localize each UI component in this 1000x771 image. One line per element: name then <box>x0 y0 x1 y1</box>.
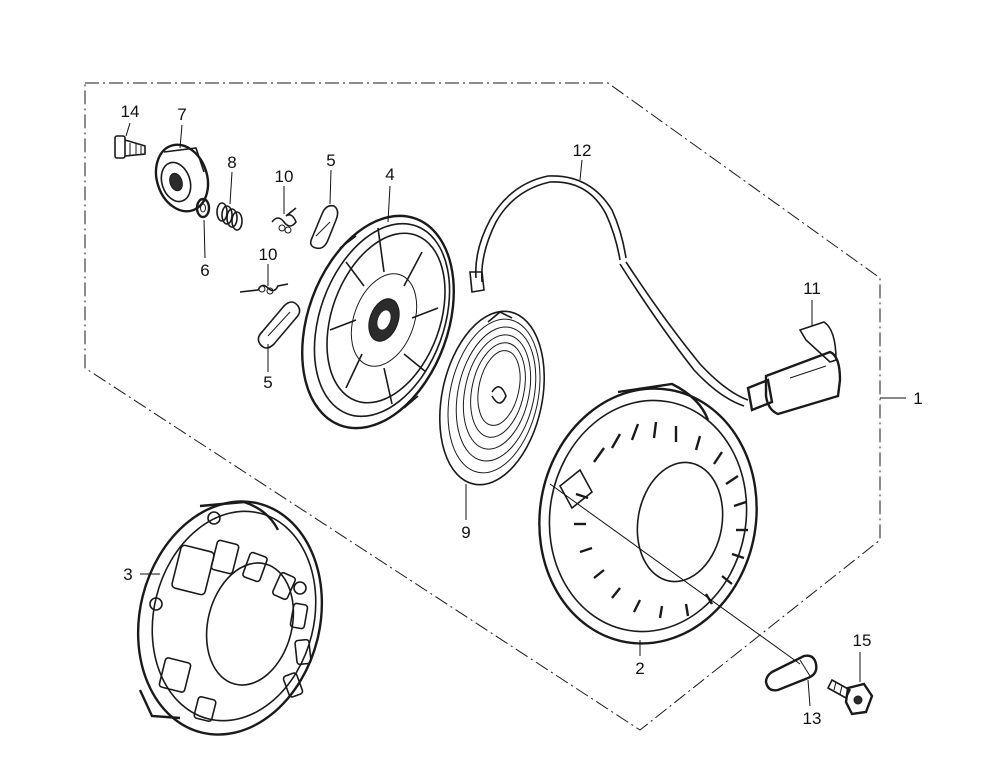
callout-2: 2 <box>635 659 644 678</box>
callout-10-top: 10 <box>275 167 294 186</box>
part-13-pin <box>764 654 818 692</box>
callout-9: 9 <box>461 523 470 542</box>
part-11-starter-grip <box>746 321 842 416</box>
assembly-boundary <box>84 82 881 731</box>
part-10-spring-bottom <box>239 283 289 295</box>
callout-10-bottom: 10 <box>259 245 278 264</box>
part-8-spring <box>216 202 243 231</box>
callout-13: 13 <box>803 709 822 728</box>
callout-4: 4 <box>385 165 394 184</box>
part-5-pawl-bottom <box>257 301 301 349</box>
callout-3: 3 <box>123 565 132 584</box>
part-2-starter-case <box>538 382 758 645</box>
part-15-bolt <box>826 678 874 716</box>
part-4-reel <box>301 214 455 430</box>
callouts: 14 7 8 6 10 5 10 5 4 12 9 11 1 3 2 13 15 <box>121 102 923 728</box>
callout-6: 6 <box>200 261 209 280</box>
part-6-washer <box>195 197 211 219</box>
callout-11: 11 <box>803 279 821 298</box>
part-3-starter-cup <box>136 500 324 736</box>
callout-8: 8 <box>227 153 236 172</box>
callout-5-top: 5 <box>326 151 335 170</box>
callout-14: 14 <box>121 102 140 121</box>
callout-7: 7 <box>177 105 186 124</box>
vent-slots-cup <box>158 539 312 723</box>
part-9-recoil-spring <box>438 310 546 486</box>
part-5-pawl-top <box>309 204 339 250</box>
part-10-spring-top <box>271 207 297 234</box>
leader-lines <box>125 122 906 707</box>
callout-5-bottom: 5 <box>263 373 272 392</box>
callout-12: 12 <box>573 141 592 160</box>
part-12-starter-rope <box>469 175 749 407</box>
callout-1: 1 <box>913 389 922 408</box>
callout-15: 15 <box>853 631 872 650</box>
part-7-guide-plate <box>154 143 210 213</box>
part-14-bolt <box>114 135 146 159</box>
